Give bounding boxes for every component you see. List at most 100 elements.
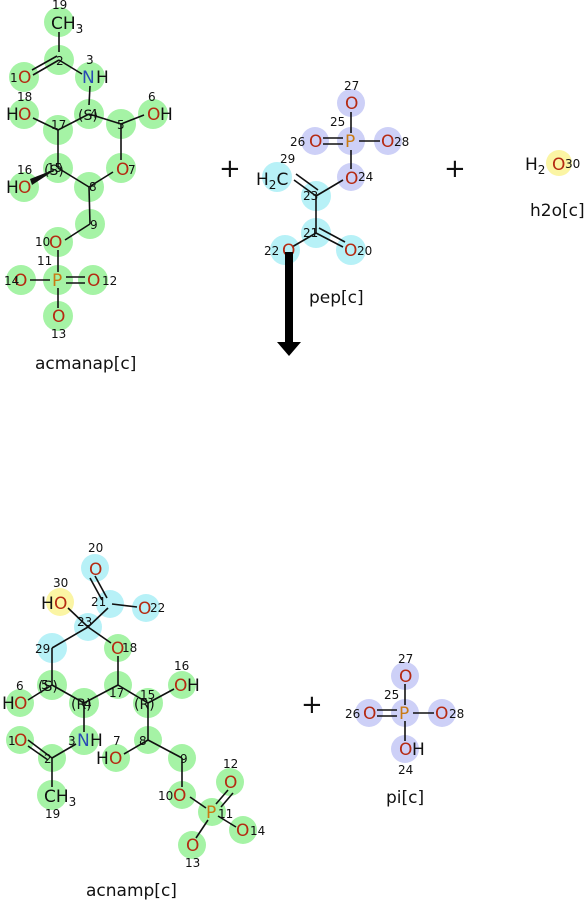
svg-text:O: O	[18, 105, 31, 125]
svg-text:2: 2	[56, 54, 64, 68]
svg-text:O: O	[109, 749, 122, 769]
svg-text:O: O	[345, 169, 358, 189]
svg-text:N: N	[77, 731, 90, 751]
svg-text:8: 8	[89, 180, 97, 194]
svg-text:H: H	[187, 676, 200, 696]
molecule-h2o: H2 O 30 h2o[c]	[525, 150, 584, 221]
svg-text:4: 4	[90, 107, 98, 121]
svg-text:10: 10	[158, 789, 173, 803]
svg-text:14: 14	[4, 274, 19, 288]
svg-text:H: H	[6, 105, 19, 125]
svg-text:18: 18	[122, 641, 137, 655]
svg-text:27: 27	[398, 652, 413, 666]
svg-text:28: 28	[394, 135, 409, 149]
svg-text:17: 17	[51, 118, 66, 132]
svg-text:O: O	[186, 836, 199, 856]
molecule-label-pi: pi[c]	[386, 788, 424, 808]
svg-text:11: 11	[37, 254, 52, 268]
svg-text:20: 20	[357, 244, 372, 258]
svg-text:7: 7	[113, 734, 121, 748]
svg-text:O: O	[138, 599, 151, 619]
svg-text:15: 15	[140, 688, 155, 702]
svg-text:26: 26	[345, 707, 360, 721]
svg-text:O: O	[14, 731, 27, 751]
svg-text:16: 16	[17, 163, 32, 177]
svg-text:H2C: H2C	[256, 170, 288, 192]
svg-text:O: O	[14, 271, 27, 291]
svg-text:1: 1	[8, 734, 16, 748]
svg-text:12: 12	[102, 274, 117, 288]
reaction-arrow	[277, 252, 301, 356]
svg-text:30: 30	[53, 576, 68, 590]
svg-text:26: 26	[290, 135, 305, 149]
svg-text:2: 2	[44, 752, 52, 766]
svg-text:22: 22	[150, 601, 165, 615]
svg-text:N: N	[82, 68, 95, 88]
molecule-label-acnamp: acnamp[c]	[86, 881, 177, 901]
svg-text:O: O	[111, 639, 124, 659]
svg-text:12: 12	[223, 757, 238, 771]
svg-text:O: O	[345, 94, 358, 114]
svg-text:(R): (R)	[71, 697, 92, 713]
svg-text:H: H	[2, 694, 15, 714]
svg-text:CH3: CH3	[51, 14, 83, 36]
svg-text:30: 30	[565, 157, 580, 171]
svg-text:17: 17	[109, 686, 124, 700]
svg-text:O: O	[18, 68, 31, 88]
svg-text:P: P	[206, 803, 216, 823]
molecule-label-pep: pep[c]	[309, 288, 364, 308]
svg-text:O: O	[399, 740, 412, 760]
svg-text:19: 19	[52, 0, 67, 12]
svg-text:3: 3	[68, 734, 76, 748]
svg-text:O: O	[381, 132, 394, 152]
svg-text:21: 21	[91, 595, 106, 609]
svg-text:24: 24	[358, 170, 373, 184]
svg-text:4: 4	[84, 697, 92, 711]
plus-sign: +	[301, 690, 323, 720]
svg-text:16: 16	[174, 659, 189, 673]
plus-sign: +	[444, 154, 466, 184]
svg-text:O: O	[552, 155, 565, 175]
svg-text:H: H	[96, 749, 109, 769]
svg-text:27: 27	[344, 79, 359, 93]
svg-text:O: O	[54, 594, 67, 614]
svg-text:O: O	[89, 560, 102, 580]
svg-text:28: 28	[449, 707, 464, 721]
svg-text:O: O	[18, 178, 31, 198]
svg-text:18: 18	[17, 90, 32, 104]
svg-text:H: H	[6, 178, 19, 198]
svg-text:25: 25	[384, 688, 399, 702]
svg-text:21: 21	[303, 226, 318, 240]
svg-text:H: H	[90, 731, 103, 751]
svg-text:O: O	[52, 307, 65, 327]
svg-text:8: 8	[139, 734, 147, 748]
svg-text:CH3: CH3	[44, 787, 76, 809]
svg-text:20: 20	[88, 541, 103, 555]
svg-text:H: H	[96, 68, 109, 88]
svg-text:O: O	[236, 821, 249, 841]
svg-text:23: 23	[77, 615, 92, 629]
svg-text:H: H	[160, 105, 173, 125]
svg-text:29: 29	[35, 642, 50, 656]
svg-text:11: 11	[218, 807, 233, 821]
svg-text:O: O	[224, 773, 237, 793]
svg-text:(S): (S)	[78, 108, 98, 124]
molecule-label-acmanap: acmanap[c]	[35, 354, 136, 374]
svg-text:(S): (S)	[38, 679, 58, 695]
svg-text:5: 5	[41, 678, 49, 692]
svg-text:(R): (R)	[134, 697, 155, 713]
svg-text:O: O	[309, 132, 322, 152]
svg-text:3: 3	[86, 53, 94, 67]
plus-sign: +	[219, 154, 241, 184]
svg-text:6: 6	[148, 90, 156, 104]
svg-text:6: 6	[16, 679, 24, 693]
svg-text:O: O	[435, 704, 448, 724]
svg-text:15: 15	[47, 161, 62, 175]
svg-text:O: O	[116, 160, 129, 180]
svg-text:O: O	[49, 233, 62, 253]
svg-text:H: H	[412, 740, 425, 760]
svg-text:(S): (S)	[44, 163, 64, 179]
svg-text:H2: H2	[525, 155, 545, 177]
